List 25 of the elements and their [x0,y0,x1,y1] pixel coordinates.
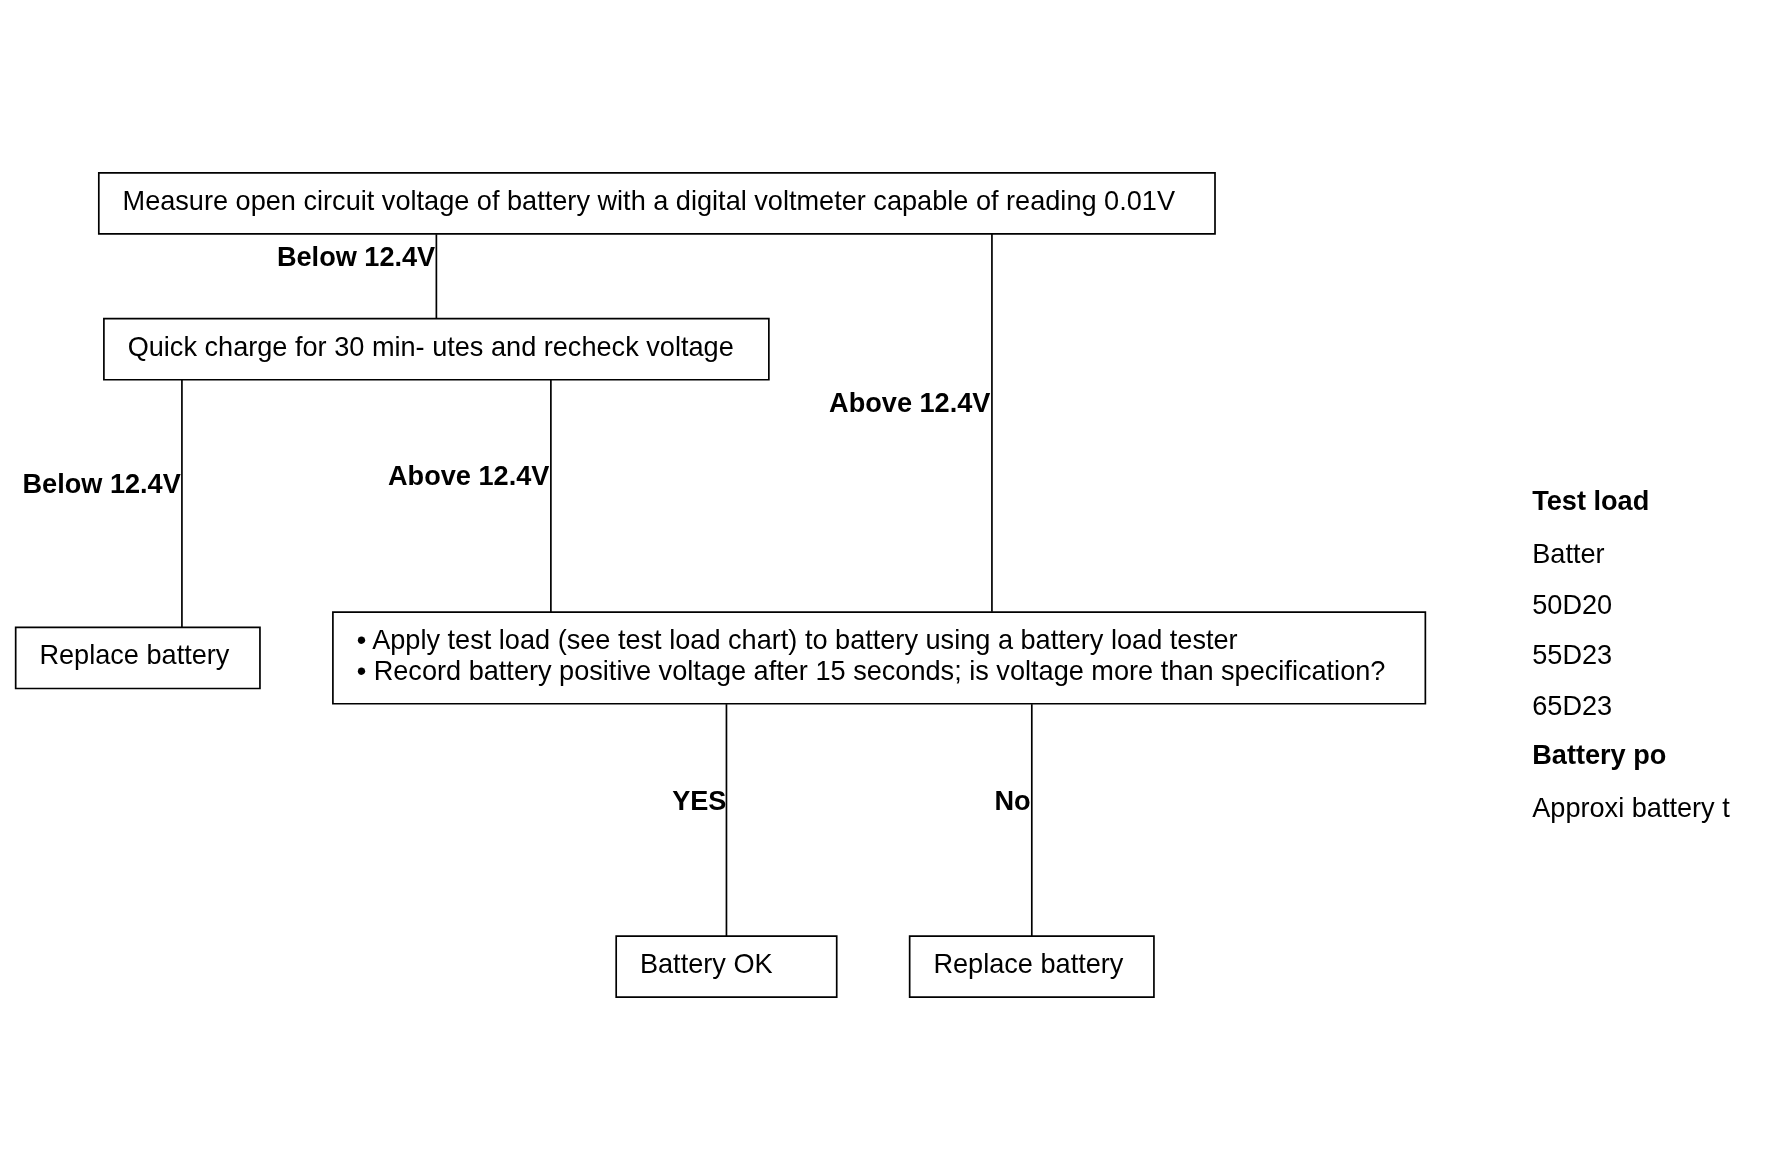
edge-label: Above 12.4V [388,459,550,491]
edge-label: Below 12.4V [276,240,436,272]
connector [1030,702,1033,937]
connector [435,232,438,319]
connector [991,232,993,613]
label: Approxi battery t [1532,791,1730,823]
label: 50D20 [1532,588,1613,619]
edge-label: Below 12.4V [22,467,181,499]
node-box: Quick charge for 30 min- utes and recheck voltage [103,317,770,381]
label: Batter [1532,537,1605,569]
label: 65D23 [1532,689,1613,721]
node-box: Replace battery [14,626,261,689]
edge-label: YES [672,784,727,816]
edge-label: No [994,784,1031,816]
connector [550,378,552,613]
node-box: • Apply test load (see test load chart) to battery using a battery load tester • Record battery positive voltage after 15 seconds; is voltage more than specification? [332,610,1427,705]
node-box: Measure open circuit voltage of battery with a digital voltmeter capable of reading 0.01V [97,171,1216,235]
label: Test load [1532,484,1650,516]
edge-label: Above 12.4V [829,386,991,418]
connector [181,378,183,628]
label: 55D23 [1532,638,1613,670]
label: Battery po [1532,738,1667,770]
node-box: Battery OK [615,934,838,998]
connector [725,702,728,937]
node-box: Replace battery [908,934,1155,998]
